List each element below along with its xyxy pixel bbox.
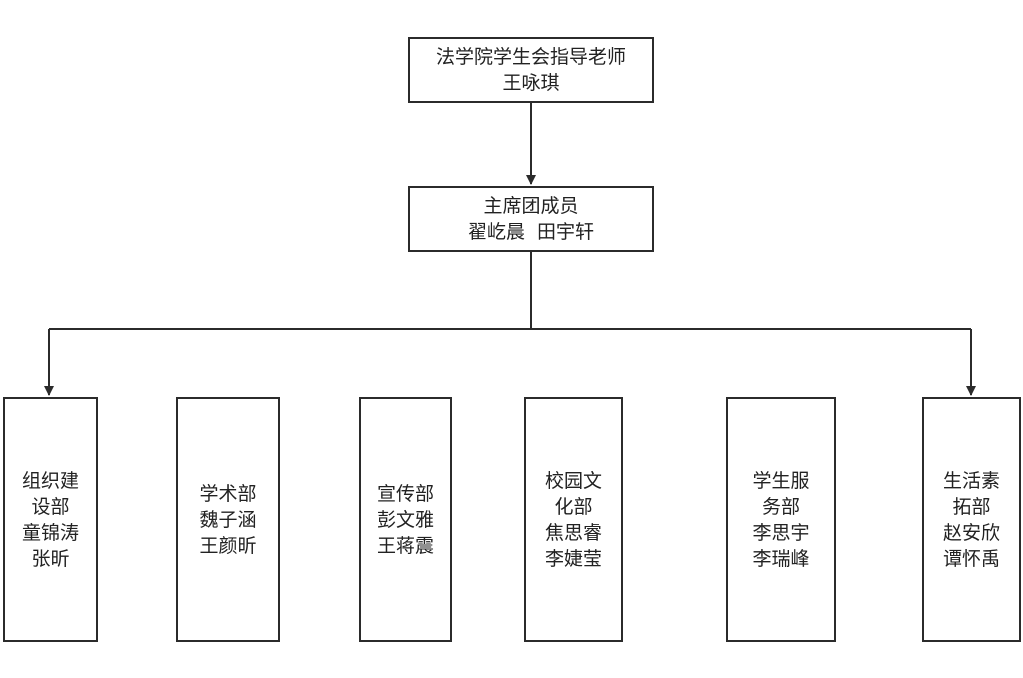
department-box-campus-culture: 校园文 化部 焦思睿 李婕莹 xyxy=(524,397,623,642)
presidium-box: 主席团成员 翟屹晨 田宇轩 xyxy=(408,186,654,252)
department-member: 王颜昕 xyxy=(199,534,257,557)
department-member: 彭文雅 xyxy=(376,508,434,531)
department-line: 务部 xyxy=(761,495,800,518)
department-member: 李思宇 xyxy=(752,521,810,544)
department-line: 拓部 xyxy=(952,495,991,518)
department-line: 化部 xyxy=(554,495,593,518)
department-member: 赵安欣 xyxy=(942,521,1000,544)
department-member: 焦思睿 xyxy=(544,521,602,544)
advisor-box: 法学院学生会指导老师 王咏琪 xyxy=(408,37,654,103)
department-line: 学生服 xyxy=(752,469,810,492)
department-member: 魏子涵 xyxy=(199,508,257,531)
presidium-names: 翟屹晨 田宇轩 xyxy=(467,221,595,243)
department-line: 宣传部 xyxy=(376,482,434,505)
department-line: 学术部 xyxy=(199,482,257,505)
department-line: 设部 xyxy=(31,495,70,518)
department-member: 李瑞峰 xyxy=(752,547,810,570)
department-box-student-services: 学生服 务部 李思宇 李瑞峰 xyxy=(726,397,836,642)
department-line: 生活素 xyxy=(942,469,1000,492)
department-member: 童锦涛 xyxy=(21,521,79,544)
department-box-life-development: 生活素 拓部 赵安欣 谭怀禹 xyxy=(922,397,1021,642)
department-box-publicity: 宣传部 彭文雅 王蒋震 xyxy=(359,397,452,642)
department-member: 谭怀禹 xyxy=(942,547,1000,570)
presidium-title: 主席团成员 xyxy=(483,195,579,217)
department-line: 校园文 xyxy=(544,469,602,492)
department-member: 李婕莹 xyxy=(544,547,602,570)
department-box-organization: 组织建 设部 童锦涛 张昕 xyxy=(3,397,98,642)
department-box-academic: 学术部 魏子涵 王颜昕 xyxy=(176,397,280,642)
advisor-name: 王咏琪 xyxy=(502,72,560,94)
department-member: 王蒋震 xyxy=(376,534,434,557)
advisor-title: 法学院学生会指导老师 xyxy=(435,46,626,68)
department-member: 张昕 xyxy=(31,547,70,570)
department-line: 组织建 xyxy=(21,469,79,492)
